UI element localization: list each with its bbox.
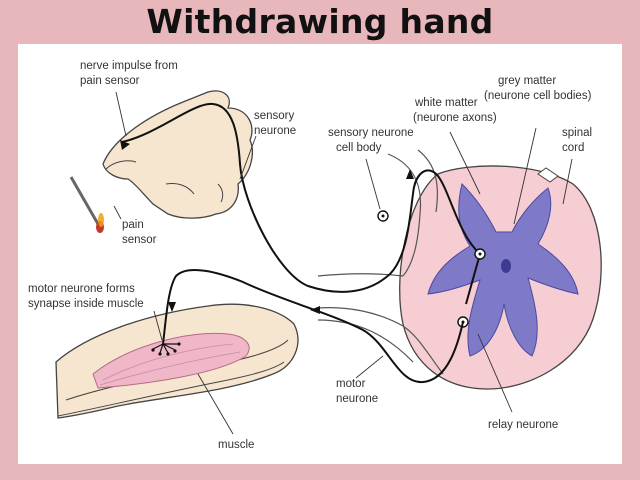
arrow-down-icon	[168, 302, 176, 312]
label-grey-matter-line2: (neurone cell bodies)	[484, 90, 592, 102]
direction-arrows	[120, 140, 414, 314]
arrow-right-icon	[120, 140, 130, 150]
spinal-nerve	[317, 149, 444, 375]
reflex-arc-diagram: nerve impulse from pain sensor pain sens…	[28, 60, 602, 451]
label-white-matter-line1: white matter	[414, 97, 478, 109]
label-spinal-cord-line2: cord	[562, 142, 584, 154]
hand	[102, 90, 253, 219]
label-white-matter-line2: (neurone axons)	[413, 112, 497, 124]
label-sensory-neurone-line2: neurone	[254, 125, 296, 137]
label-synapse-line2: synapse inside muscle	[28, 298, 144, 310]
labels: nerve impulse from pain sensor pain sens…	[28, 60, 592, 451]
label-relay-neurone: relay neurone	[488, 419, 558, 431]
label-sensory-neurone-line1: sensory	[254, 110, 295, 122]
synapse-endings	[151, 342, 181, 356]
match-icon	[69, 176, 104, 233]
label-spinal-cord-line1: spinal	[562, 127, 592, 139]
arrow-up-icon	[406, 169, 414, 179]
label-motor-neurone-line1: motor	[336, 378, 366, 390]
label-nerve-impulse-line1: nerve impulse from	[80, 60, 178, 72]
label-grey-matter-line1: grey matter	[498, 75, 556, 87]
slide-title: Withdrawing hand	[146, 2, 494, 41]
label-pain-sensor-line2: sensor	[122, 234, 157, 246]
label-cell-body-line2: cell body	[336, 142, 382, 154]
label-pain-sensor-line1: pain	[122, 219, 144, 231]
leader-lines	[113, 91, 573, 435]
label-synapse-line1: motor neurone forms	[28, 283, 135, 295]
sensory-neurone	[121, 102, 481, 293]
label-motor-neurone-line2: neurone	[336, 393, 378, 405]
label-nerve-impulse-line2: pain sensor	[80, 75, 140, 87]
muscle	[92, 332, 250, 389]
diagram-panel: nerve impulse from pain sensor pain sens…	[18, 44, 622, 464]
label-muscle: muscle	[218, 439, 254, 451]
spinal-cord	[399, 165, 602, 390]
arrow-left-icon	[310, 306, 320, 314]
label-cell-body-line1: sensory neurone	[328, 127, 414, 139]
